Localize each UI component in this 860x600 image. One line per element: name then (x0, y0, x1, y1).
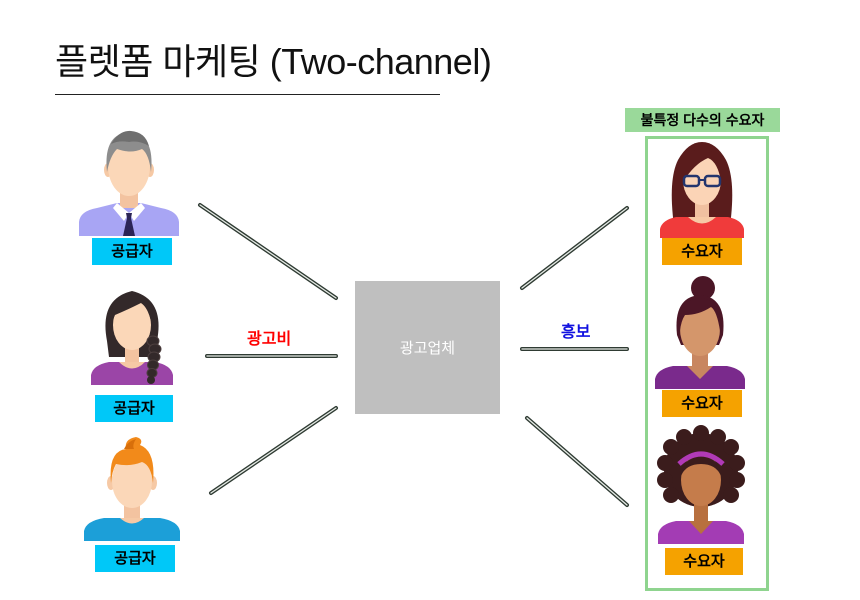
consumer-label-2: 수요자 (662, 390, 742, 417)
connector-supplier-1-to-advertiser (198, 203, 338, 300)
woman-bun-avatar-icon (655, 276, 745, 389)
supplier-label-2: 공급자 (95, 395, 173, 422)
title-underline (55, 94, 440, 95)
man-gray-hair-avatar-icon (79, 130, 179, 236)
advertiser-box: 광고업체 (355, 281, 500, 414)
supplier-label-1: 공급자 (92, 238, 172, 265)
promotion-flow-label: 흥보 (561, 324, 591, 341)
supplier-label-3: 공급자 (95, 545, 175, 572)
connector-advertiser-to-consumer-3 (525, 416, 629, 507)
connector-supplier-3-to-advertiser (209, 406, 338, 495)
woman-curly-hair-avatar-icon (657, 425, 745, 544)
woman-braid-avatar-icon (91, 291, 173, 385)
man-orange-hair-avatar-icon (84, 437, 180, 541)
connector-advertiser-to-consumer-1 (520, 206, 629, 290)
consumer-group-border (645, 136, 769, 591)
consumer-group-label: 불특정 다수의 수요자 (625, 108, 780, 132)
advertiser-label: 광고업체 (399, 340, 456, 357)
consumer-label-3: 수요자 (665, 548, 743, 575)
ad-fee-flow-label: 광고비 (247, 331, 292, 348)
slide-title: 플렛폼 마케팅 (Two-channel) (55, 41, 492, 82)
consumer-label-1: 수요자 (662, 238, 742, 265)
woman-glasses-avatar-icon (660, 142, 744, 238)
